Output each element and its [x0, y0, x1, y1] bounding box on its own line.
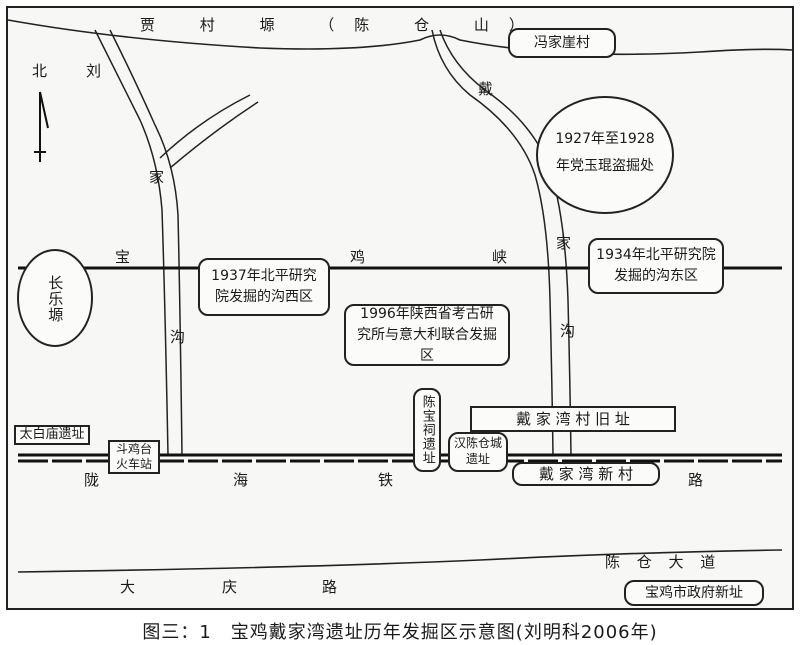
ridge-line — [7, 19, 793, 56]
jiacun-yuan-label: 贾 村 塬 （陈 仓 山） — [140, 16, 544, 34]
liujia-gully-left — [94, 29, 169, 456]
dig-1996-box: 1996年陕西省考古研究所与意大利联合发掘区 — [344, 304, 510, 366]
north-arrow-tip — [39, 91, 49, 129]
dig-1927-label: 1927年至1928年党玉琨盗掘处 — [555, 131, 655, 174]
dig-1927-circle — [536, 96, 674, 214]
figure-caption: 图三：1 宝鸡戴家湾遗址历年发掘区示意图(刘明科2006年) — [142, 622, 658, 643]
gov-site-box: 宝鸡市政府新址 — [624, 580, 764, 606]
daijia-char-1: 戴 — [478, 80, 494, 98]
changle-label: 长乐塬 — [46, 275, 65, 323]
longhai-char-3: 铁 — [378, 471, 394, 489]
liujia-char-2: 家 — [149, 168, 165, 186]
longhai-char-4: 路 — [688, 471, 704, 489]
baoji-char-2: 鸡 — [350, 248, 366, 266]
fengjia-village-box: 冯家崖村 — [508, 28, 616, 58]
longhai-char-2: 海 — [233, 471, 249, 489]
daijia-char-2: 家 — [556, 234, 572, 252]
chencang-avenue-label: 陈 仓 大 道 — [605, 553, 722, 571]
north-label: 北 — [32, 62, 48, 80]
daqing-char-2: 庆 — [222, 578, 238, 596]
liujia-char-1: 刘 — [86, 62, 102, 80]
doujitai-station-box: 斗鸡台火车站 — [108, 440, 160, 474]
han-chencang-box: 汉陈仓城遗址 — [448, 432, 508, 472]
dig-1937-box: 1937年北平研究院发掘的沟西区 — [198, 258, 330, 316]
baoji-char-3: 峡 — [492, 248, 508, 266]
liujia-char-3: 沟 — [170, 328, 186, 346]
liujia-gully-right — [109, 29, 183, 456]
baoji-char-1: 宝 — [115, 248, 131, 266]
dig-1934-box: 1934年北平研究院发掘的沟东区 — [588, 238, 724, 294]
daijiawan-new-box: 戴 家 湾 新 村 — [512, 462, 660, 486]
longhai-char-1: 陇 — [84, 471, 100, 489]
liujia-branch — [159, 94, 259, 169]
daijiawan-old-box: 戴 家 湾 村 旧 址 — [470, 406, 676, 432]
daqing-char-1: 大 — [120, 578, 136, 596]
changle-ellipse — [17, 249, 93, 347]
chen-baoci-box: 陈宝祠遗址 — [413, 388, 441, 472]
taibai-temple-box: 太白庙遗址 — [14, 425, 90, 445]
daqing-char-3: 路 — [322, 578, 338, 596]
chencang-road — [17, 549, 783, 573]
daijia-char-3: 沟 — [560, 322, 576, 340]
daijia-gully-left — [431, 29, 554, 456]
